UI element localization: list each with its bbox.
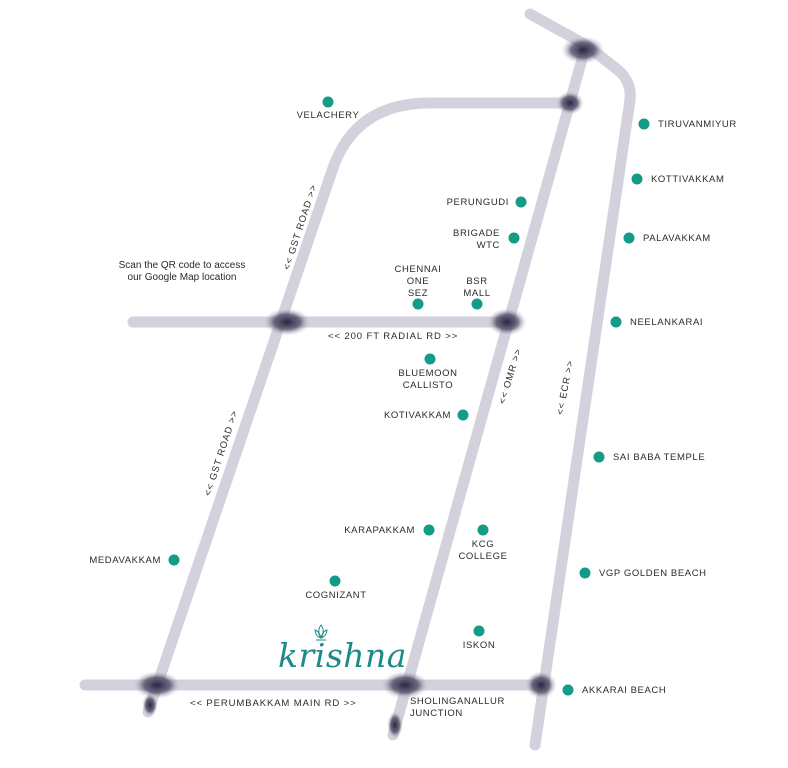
label-kotivakkam: KOTIVAKKAM: [383, 410, 451, 421]
ecr-road: [529, 94, 636, 751]
qr-caption: Scan the QR code to access our Google Ma…: [118, 260, 246, 283]
omr-road: [387, 39, 592, 741]
marker-kcg-college[interactable]: [477, 524, 489, 536]
marker-palavakkam[interactable]: [623, 232, 635, 244]
marker-velachery[interactable]: [322, 96, 334, 108]
marker-akkarai-beach[interactable]: [562, 684, 574, 696]
marker-medavakkam[interactable]: [168, 554, 180, 566]
label-chennai-one-sez: CHENNAI ONE SEZ: [394, 264, 442, 299]
marker-chennai-one-sez[interactable]: [412, 298, 424, 310]
junction-top: [561, 36, 605, 64]
junction-sholinganallur: [381, 671, 429, 699]
label-tiruvanmiyur: TIRUVANMIYUR: [658, 119, 737, 130]
marker-bsr-mall[interactable]: [471, 298, 483, 310]
label-brigade-wtc: BRIGADE WTC: [453, 228, 500, 251]
marker-bluemoon-callisto[interactable]: [424, 353, 436, 365]
label-iskon: ISKON: [462, 640, 496, 651]
label-perungudi: PERUNGUDI: [446, 197, 509, 208]
label-kottivakkam: KOTTIVAKKAM: [651, 174, 725, 185]
label-velachery: VELACHERY: [296, 110, 360, 121]
road-label-radial: << 200 FT RADIAL RD >>: [328, 331, 459, 342]
label-sholinganallur-junction: SHOLINGANALLUR JUNCTION: [410, 696, 505, 719]
marker-neelankarai[interactable]: [610, 316, 622, 328]
label-neelankarai: NEELANKARAI: [630, 317, 704, 328]
label-bluemoon-callisto: BLUEMOON CALLISTO: [398, 368, 458, 391]
marker-brigade-wtc[interactable]: [508, 232, 520, 244]
junction-ecr-perumbakkam: [525, 671, 557, 699]
junction-gst-perumbakkam: [133, 671, 181, 699]
junction-velachery: [556, 91, 584, 115]
label-cognizant: COGNIZANT: [305, 590, 367, 601]
marker-karapakkam[interactable]: [423, 524, 435, 536]
marker-kotivakkam[interactable]: [457, 409, 469, 421]
label-kcg-college: KCG COLLEGE: [458, 539, 508, 562]
label-akkarai-beach: AKKARAI BEACH: [582, 685, 667, 696]
label-bsr-mall: BSR MALL: [463, 276, 491, 299]
junction-omr-radial: [487, 308, 527, 336]
marker-vgp-golden-beach[interactable]: [579, 567, 591, 579]
junction-gst-radial: [263, 308, 311, 336]
marker-cognizant[interactable]: [329, 575, 341, 587]
gst-road: [142, 97, 578, 718]
junction-gst-end: [142, 693, 158, 717]
brand-name: krishna: [278, 636, 407, 675]
marker-kottivakkam[interactable]: [631, 173, 643, 185]
marker-sai-baba-temple[interactable]: [593, 451, 605, 463]
road-label-ecr: << ECR >>: [555, 359, 576, 416]
label-medavakkam: MEDAVAKKAM: [89, 555, 161, 566]
krishna-logo: krishna: [278, 622, 406, 682]
marker-iskon[interactable]: [473, 625, 485, 637]
junction-omr-end: [387, 711, 403, 739]
marker-perungudi[interactable]: [515, 196, 527, 208]
lotus-icon: [314, 624, 328, 641]
label-sai-baba-temple: SAI BABA TEMPLE: [613, 452, 706, 463]
marker-tiruvanmiyur[interactable]: [638, 118, 650, 130]
label-vgp-golden-beach: VGP GOLDEN BEACH: [599, 568, 707, 579]
label-karapakkam: KARAPAKKAM: [344, 525, 415, 536]
road-label-perumbakkam: << PERUMBAKKAM MAIN RD >>: [190, 698, 357, 709]
label-palavakkam: PALAVAKKAM: [643, 233, 711, 244]
